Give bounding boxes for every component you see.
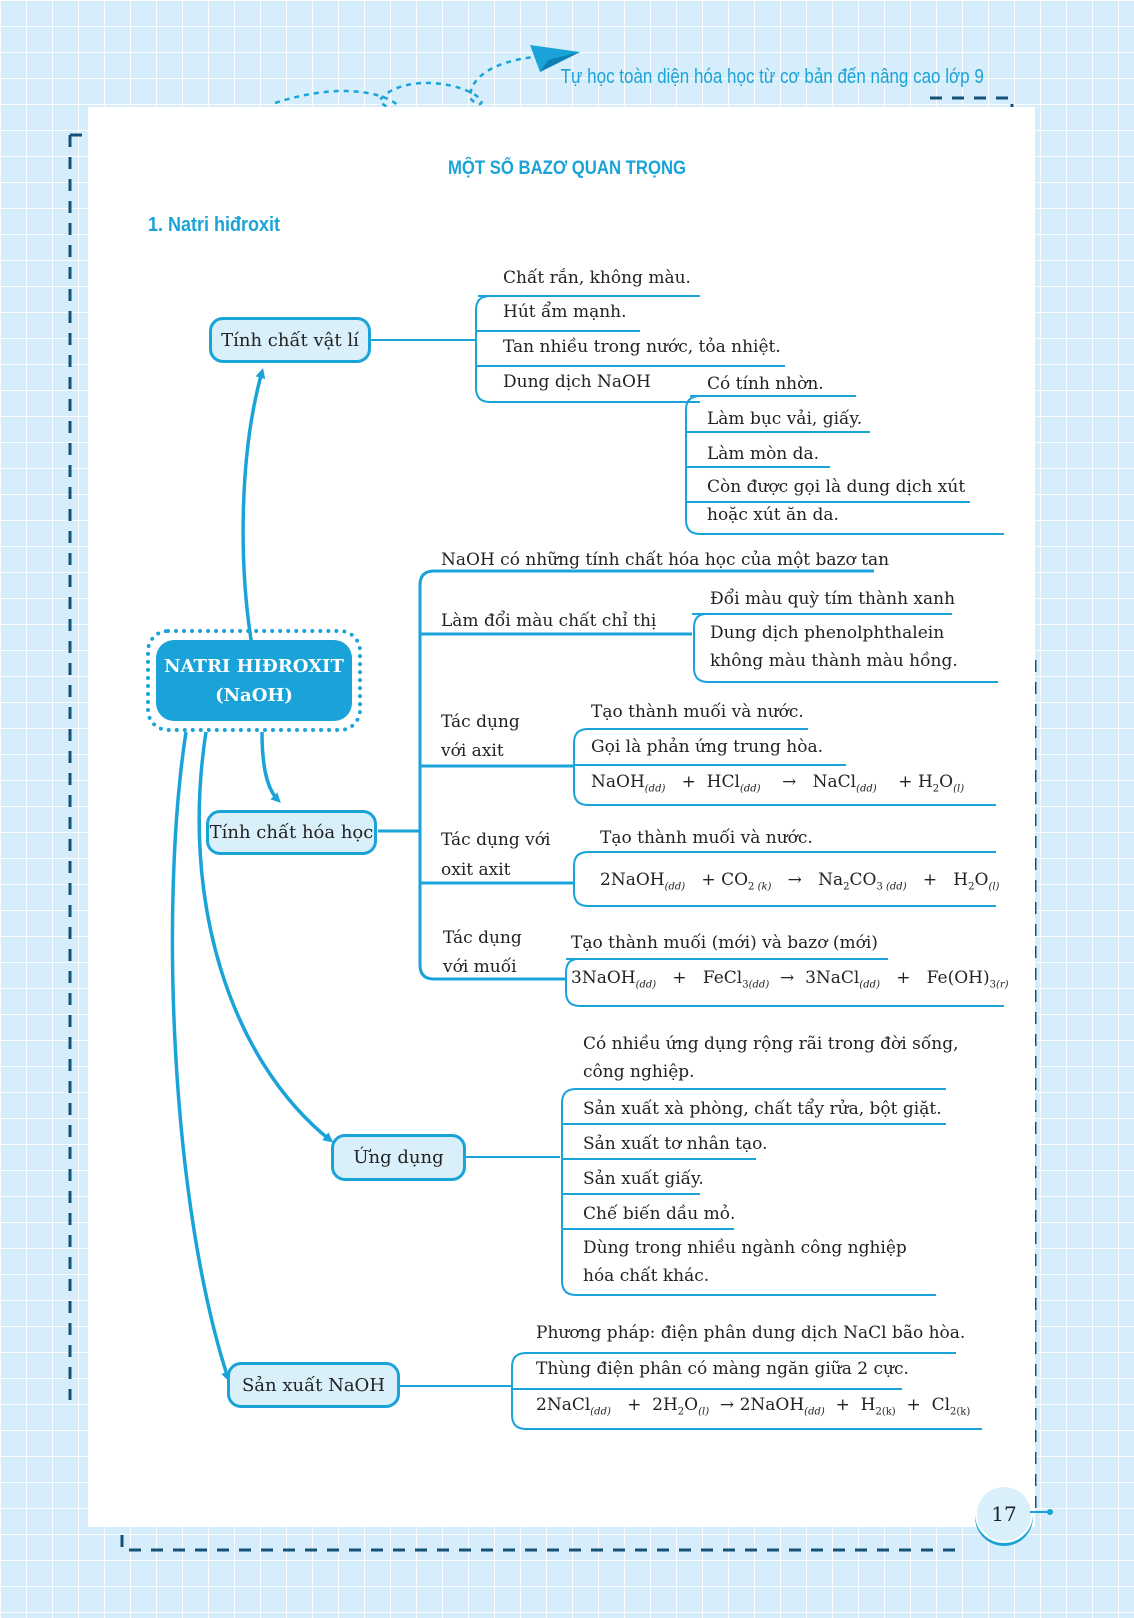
acid-equation: NaOH(dd) + HCl(dd) → NaCl(dd) + H2O(l) (591, 772, 965, 795)
physical-item: Hút ẩm mạnh. (503, 302, 627, 322)
solution-item: Còn được gọi là dung dịch xút hoặc xút ă… (707, 477, 966, 525)
application-item: Chế biến dầu mỏ. (583, 1204, 736, 1224)
applications-node: Ứng dụng (331, 1134, 466, 1181)
solution-item: Làm mòn da. (707, 444, 820, 464)
center-node-line2: (NaOH) (215, 684, 293, 706)
indicator-label: Làm đổi màu chất chỉ thị (441, 611, 657, 631)
oxide-item: Tạo thành muối và nước. (600, 828, 813, 848)
chemical-intro: NaOH có những tính chất hóa học của một … (441, 550, 890, 570)
chemical-properties-node: Tính chất hóa học (206, 810, 377, 855)
indicator-item: Dung dịch phenolphthalein không màu thàn… (710, 623, 958, 671)
salt-item: Tạo thành muối (mới) và bazơ (mới) (571, 933, 878, 953)
center-node-outline (146, 629, 362, 732)
oxide-label: oxit axit (441, 860, 511, 880)
physical-item: Chất rắn, không màu. (503, 268, 691, 288)
production-label: Sản xuất NaOH (241, 1374, 386, 1396)
chemical-properties-label: Tính chất hóa học (209, 822, 374, 843)
application-item: Sản xuất tơ nhân tạo. (583, 1134, 768, 1154)
oxide-equation: 2NaOH(dd) + CO2 (k) → Na2CO3 (dd) + H2O(… (600, 870, 1000, 893)
page-title: MỘT SỐ BAZƠ QUAN TRỌNG (447, 158, 687, 179)
solution-item: Làm bục vải, giấy. (707, 409, 863, 429)
production-node: Sản xuất NaOH (227, 1362, 400, 1408)
acid-label: Tác dụng (441, 712, 520, 732)
acid-item: Gọi là phản ứng trung hòa. (591, 737, 823, 757)
center-node: NATRI HIĐROXIT (NaOH) (156, 640, 352, 721)
salt-label: với muối (443, 957, 517, 977)
production-item: Phương pháp: điện phân dung dịch NaCl bã… (536, 1323, 966, 1343)
center-node-line1: NATRI HIĐROXIT (164, 655, 344, 677)
physical-properties-label: Tính chất vật lí (221, 329, 359, 351)
acid-item: Tạo thành muối và nước. (591, 702, 804, 722)
indicator-item: Đổi màu quỳ tím thành xanh (710, 589, 956, 609)
physical-properties-node: Tính chất vật lí (209, 317, 371, 363)
page-number: 17 (975, 1485, 1033, 1543)
physical-item: Tan nhiều trong nước, tỏa nhiệt. (503, 337, 781, 357)
plane-trail (274, 54, 546, 110)
application-item: Sản xuất giấy. (583, 1169, 704, 1189)
application-item: Dùng trong nhiều ngành công nghiệp hóa c… (583, 1238, 907, 1286)
production-equation: 2NaCl(dd) + 2H2O(l) → 2NaOH(dd) + H2(k) … (536, 1395, 971, 1418)
application-item: Có nhiều ứng dụng rộng rãi trong đời sốn… (583, 1034, 959, 1082)
section-title: 1. Natri hiđroxit (148, 214, 281, 236)
salt-label: Tác dụng (443, 928, 522, 948)
production-item: Thùng điện phân có màng ngăn giữa 2 cực. (536, 1359, 909, 1379)
application-item: Sản xuất xà phòng, chất tẩy rửa, bột giặ… (583, 1099, 942, 1119)
solution-item: Có tính nhờn. (707, 374, 824, 394)
physical-item: Dung dịch NaOH (503, 372, 651, 392)
salt-equation: 3NaOH(dd) + FeCl3(dd) → 3NaCl(dd) + Fe(O… (571, 968, 1009, 991)
book-title: Tự học toàn diện hóa học từ cơ bản đến n… (560, 66, 984, 88)
acid-label: với axit (441, 741, 504, 761)
oxide-label: Tác dụng với (441, 830, 551, 850)
applications-label: Ứng dụng (353, 1147, 444, 1168)
